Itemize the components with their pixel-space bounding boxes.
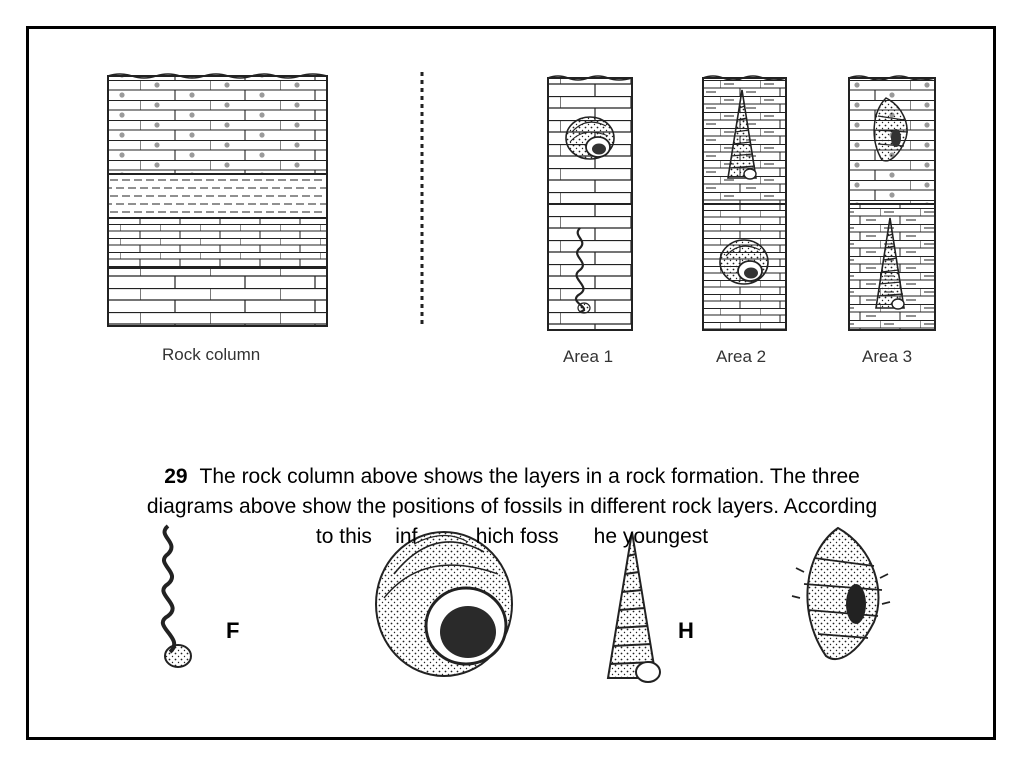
snail-fossil [719, 239, 769, 285]
snail-fossil [565, 116, 615, 160]
question-number: 29 [164, 465, 188, 488]
question-line-2: diagrams above show the positions of fos… [146, 495, 878, 518]
area-1-caption: Area 1 [563, 347, 614, 366]
choice-h-label: H [678, 618, 694, 643]
question-line-1: The rock column above shows the layers i… [199, 465, 860, 488]
choice-f-fossil [160, 524, 192, 668]
area-1-column [547, 75, 633, 331]
question-text: 29 The rock column above shows the layers… [60, 462, 964, 552]
area-3-column [848, 75, 936, 331]
area-2-caption: Area 2 [716, 347, 767, 366]
choice-f-label: F [226, 618, 240, 643]
spiny-fossil [873, 97, 909, 162]
choice-g-fossil [375, 531, 513, 677]
rock-column [107, 73, 328, 327]
choice-h-fossil [606, 531, 661, 683]
question-line-3: to this inf hich foss he youngest [315, 525, 709, 548]
tower-fossil [727, 89, 757, 180]
spiral-fossil [574, 227, 591, 314]
choice-j-fossil [791, 526, 891, 660]
area-2-column [702, 75, 787, 331]
tower-fossil [875, 217, 905, 310]
rock-column-caption: Rock column [162, 345, 261, 364]
area-3-caption: Area 3 [862, 347, 913, 366]
